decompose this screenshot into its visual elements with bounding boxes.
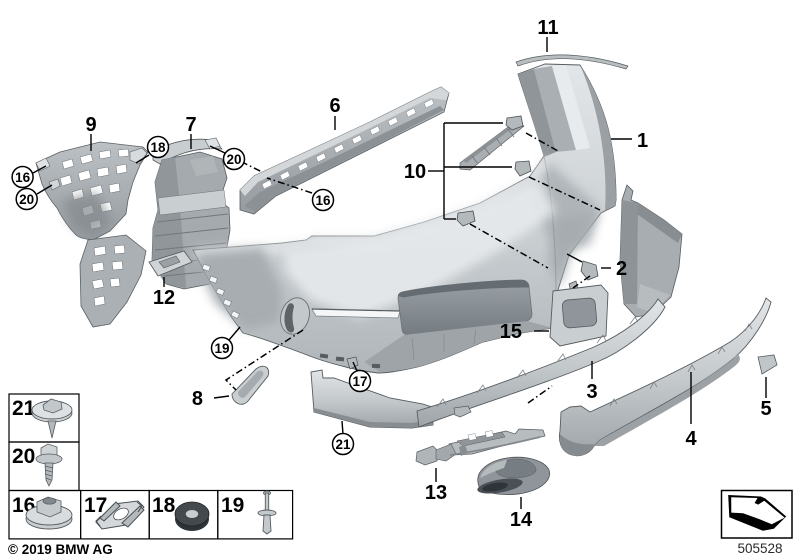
svg-text:18: 18 bbox=[152, 494, 176, 517]
svg-text:18: 18 bbox=[150, 140, 166, 155]
svg-text:20: 20 bbox=[12, 445, 35, 468]
svg-text:21: 21 bbox=[12, 397, 36, 420]
svg-text:20: 20 bbox=[226, 152, 241, 167]
svg-text:16: 16 bbox=[15, 170, 31, 185]
svg-text:6: 6 bbox=[329, 95, 340, 117]
svg-text:17: 17 bbox=[352, 374, 367, 389]
svg-text:10: 10 bbox=[404, 161, 426, 183]
svg-text:3: 3 bbox=[586, 381, 597, 403]
svg-text:19: 19 bbox=[221, 494, 244, 517]
svg-text:2: 2 bbox=[616, 258, 627, 280]
svg-text:16: 16 bbox=[315, 193, 331, 208]
svg-text:15: 15 bbox=[500, 321, 522, 343]
svg-text:21: 21 bbox=[335, 437, 351, 452]
svg-text:20: 20 bbox=[19, 192, 34, 207]
svg-text:© 2019 BMW AG: © 2019 BMW AG bbox=[8, 542, 113, 557]
svg-text:19: 19 bbox=[214, 341, 229, 356]
svg-text:505528: 505528 bbox=[737, 541, 782, 556]
svg-text:11: 11 bbox=[537, 17, 558, 39]
svg-text:4: 4 bbox=[685, 428, 697, 450]
svg-text:7: 7 bbox=[185, 114, 196, 136]
svg-text:17: 17 bbox=[84, 494, 107, 517]
svg-text:5: 5 bbox=[760, 398, 771, 420]
svg-text:14: 14 bbox=[510, 509, 533, 531]
svg-text:1: 1 bbox=[637, 130, 648, 152]
svg-text:12: 12 bbox=[153, 287, 175, 309]
svg-text:9: 9 bbox=[85, 114, 96, 136]
svg-text:8: 8 bbox=[192, 388, 203, 410]
svg-text:13: 13 bbox=[425, 482, 447, 504]
